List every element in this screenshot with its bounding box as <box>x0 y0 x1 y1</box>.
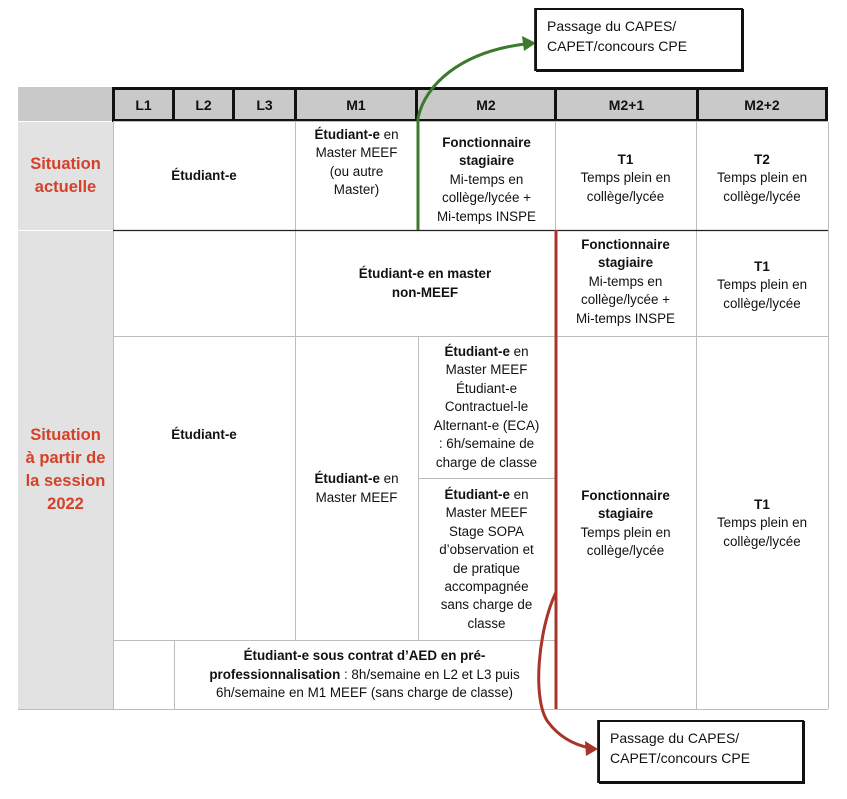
future-nonmeef-line2: non-MEEF <box>391 284 459 300</box>
future-eca-cell: Étudiant-e en Master MEEF Étudiant-e Con… <box>418 337 555 478</box>
future-eca-line7: charge de classe <box>435 454 538 470</box>
future-sopa-line8: classe <box>467 615 506 631</box>
row-label-future: Situation à partir de la session 2022 <box>18 231 113 709</box>
future-eca-bold: Étudiant-e <box>444 344 510 360</box>
future-aed-cell: Étudiant-e sous contrat d’AED en pré- pr… <box>174 641 555 709</box>
current-m2p2-cell: T2 Temps plein en collège/lycée <box>696 122 828 230</box>
future-meef-m2p2-line1: T1 <box>754 497 770 512</box>
callout-top-line1: Passage du CAPES/ <box>547 18 677 34</box>
future-sopa-cell: Étudiant-e en Master MEEF Stage SOPA d’o… <box>418 479 555 640</box>
future-eca-rest1: en <box>509 344 529 360</box>
green-arrow <box>416 42 526 119</box>
future-eca-line2: Master MEEF <box>445 362 528 378</box>
future-aed-line3: 6h/semaine en M1 MEEF (sans charge de cl… <box>216 685 513 701</box>
future-meef-m2p2-cell: T1 Temps plein en collège/lycée <box>696 337 828 709</box>
current-m2p1-cell: T1 Temps plein en collège/lycée <box>555 122 696 230</box>
red-arrow <box>537 591 591 750</box>
future-meef-m2p1-line2: stagiaire <box>597 506 654 522</box>
future-sopa-line6: accompagnée <box>444 578 529 594</box>
current-m2-line1: Fonctionnaire <box>442 135 531 150</box>
future-meef-m1-line2: Master MEEF <box>315 489 398 505</box>
future-meef-m2p2-line3: collège/lycée <box>723 533 801 549</box>
future-sopa-rest1: en <box>509 486 529 502</box>
current-m2p2-line1: T2 <box>754 152 770 167</box>
future-aed-rest2: : 8h/semaine en L2 et L3 puis <box>340 666 520 682</box>
current-m1-line4: Master) <box>333 182 380 198</box>
future-eca-line4: Contractuel-le <box>444 399 529 415</box>
row-label-current: Situation actuelle <box>18 122 113 230</box>
future-nonmeef-line1: Étudiant-e en master <box>358 266 492 282</box>
future-meef-m2p1-line1: Fonctionnaire <box>581 488 670 503</box>
header-m2p1: M2+1 <box>554 87 699 122</box>
future-nonmeef-m2p2-line3: collège/lycée <box>723 295 801 311</box>
current-m1-line2: Master MEEF <box>315 145 398 161</box>
future-meef-m2p2-line2: Temps plein en <box>716 515 808 531</box>
callout-top: Passage du CAPES/ CAPET/concours CPE <box>535 8 743 71</box>
current-m1-rest1: en <box>379 127 399 142</box>
current-m1-line1: Étudiant-e en <box>314 126 398 144</box>
future-nonmeef-cell: Étudiant-e en master non-MEEF <box>295 231 555 336</box>
future-nonmeef-m2p1-line4: collège/lycée + <box>581 292 670 308</box>
future-aed-bold2: professionnalisation <box>209 666 341 682</box>
future-meef-m1-line1: Étudiant-e en <box>314 470 398 488</box>
callout-bottom: Passage du CAPES/ CAPET/concours CPE <box>598 720 804 783</box>
future-sopa-line2: Master MEEF <box>445 505 528 521</box>
current-m1-line3: (ou autre <box>329 163 384 179</box>
future-nonmeef-m2p1-line5: Mi-temps INSPE <box>576 310 675 326</box>
current-m2p1-line3: collège/lycée <box>586 188 665 204</box>
future-eca-line1: Étudiant-e en <box>444 343 528 361</box>
current-m2p1-line1: T1 <box>617 152 634 167</box>
current-m2p2-line3: collège/lycée <box>723 188 801 204</box>
current-m1-cell: Étudiant-e en Master MEEF (ou autre Mast… <box>295 122 418 230</box>
future-aed-line1: Étudiant-e sous contrat d’AED en pré- <box>243 648 486 664</box>
current-m1-bold: Étudiant-e <box>314 127 380 142</box>
future-aed-line2: professionnalisation : 8h/semaine en L2 … <box>209 666 519 684</box>
callout-top-line2: CAPET/concours CPE <box>547 38 688 54</box>
future-nonmeef-m2p1-cell: Fonctionnaire stagiaire Mi-temps en coll… <box>555 231 696 336</box>
future-eca-line3: Étudiant-e <box>455 380 518 396</box>
future-nonmeef-m2p1-line1: Fonctionnaire <box>581 237 670 252</box>
future-sopa-line4: d’observation et <box>439 542 534 558</box>
header-l3: L3 <box>232 87 297 122</box>
current-m2p2-line2: Temps plein en <box>716 170 808 186</box>
future-sopa-line1: Étudiant-e en <box>444 486 528 504</box>
future-eca-line6: : 6h/semaine de <box>438 436 535 452</box>
future-sopa-bold: Étudiant-e <box>444 486 510 502</box>
future-nonmeef-m2p1-line3: Mi-temps en <box>588 273 663 289</box>
future-etudiant-text: Étudiant-e <box>171 427 237 443</box>
future-meef-m2p1-line3: Temps plein en <box>580 524 671 540</box>
future-nonmeef-m2p2-line2: Temps plein en <box>716 277 808 293</box>
row-label-future-text: Situation à partir de la session 2022 <box>25 426 106 513</box>
future-meef-m2p1-cell: Fonctionnaire stagiaire Temps plein en c… <box>555 337 696 709</box>
future-meef-m2p1-line4: collège/lycée <box>586 543 665 559</box>
future-eca-line5: Alternant-e (ECA) <box>433 417 540 433</box>
header-l1: L1 <box>112 87 175 122</box>
current-m2-line4: collège/lycée + <box>442 190 531 206</box>
future-nonmeef-m2p2-line1: T1 <box>754 259 770 274</box>
future-meef-m1-cell: Étudiant-e en Master MEEF <box>295 337 418 640</box>
corner-header <box>18 87 113 121</box>
future-sopa-line3: Stage SOPA <box>449 523 524 539</box>
current-etudiant-cell: Étudiant-e <box>113 122 295 230</box>
header-m2p2: M2+2 <box>696 87 828 122</box>
callout-bottom-line2: CAPET/concours CPE <box>610 750 751 766</box>
row-label-current-text: Situation actuelle <box>30 155 101 196</box>
future-meef-m1-bold: Étudiant-e <box>314 471 380 487</box>
red-arrowhead <box>585 741 598 756</box>
current-m2p1-line2: Temps plein en <box>580 170 671 186</box>
current-m2-line2: stagiaire <box>458 153 515 169</box>
future-sopa-line7: sans charge de <box>440 597 533 613</box>
future-nonmeef-m2p2-cell: T1 Temps plein en collège/lycée <box>696 231 828 336</box>
future-meef-m1-rest1: en <box>379 471 399 487</box>
future-sopa-line5: de pratique <box>452 560 520 576</box>
current-m2-line3: Mi-temps en <box>449 171 524 187</box>
future-etudiant-cell: Étudiant-e <box>113 231 295 640</box>
current-m2-cell: Fonctionnaire stagiaire Mi-temps en coll… <box>418 122 555 230</box>
callout-bottom-line1: Passage du CAPES/ <box>610 730 740 746</box>
green-arrowhead <box>522 36 536 51</box>
current-etudiant-text: Étudiant-e <box>171 167 237 183</box>
current-m2-line5: Mi-temps INSPE <box>437 208 536 224</box>
future-nonmeef-m2p1-line2: stagiaire <box>597 255 654 271</box>
